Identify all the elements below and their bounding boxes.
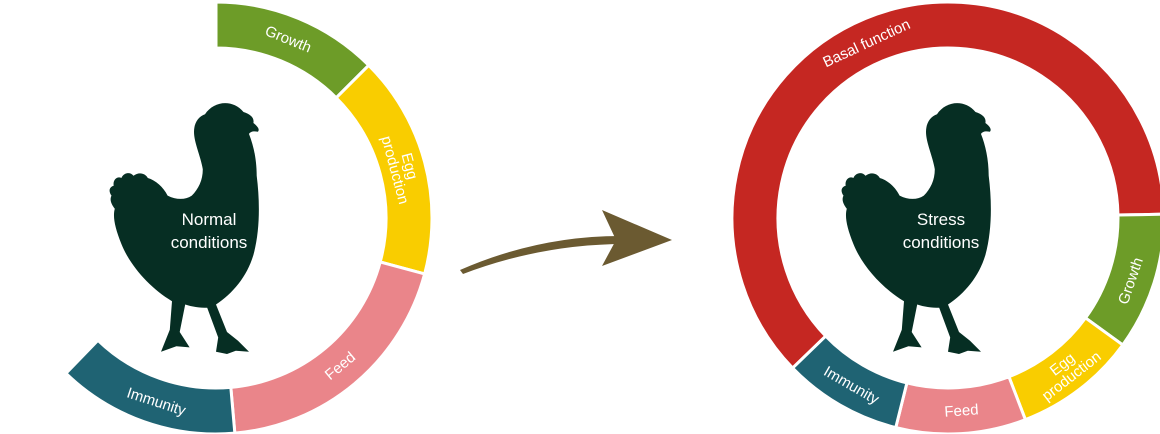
stress-immunity-segment <box>790 333 909 430</box>
stress-conditions-ring: Basal functionGrowthEggproductionFeedImm… <box>730 0 1160 434</box>
stress-center-label-line1: Stress <box>917 210 965 229</box>
normal-basal-label: Basal function <box>18 77 80 167</box>
normal-conditions-ring: Basal functionGrowthEggproductionFeedImm… <box>18 0 434 434</box>
normal-feed-segment <box>229 260 427 434</box>
stress-center-label-line2: conditions <box>903 233 980 252</box>
normal-center-label-line2: conditions <box>171 233 248 252</box>
curved-arrow-icon <box>460 210 672 274</box>
stress-basal-segment <box>730 0 1160 371</box>
stress-feed-label: Feed <box>944 401 979 420</box>
normal-center-label-line1: Normal <box>182 210 237 229</box>
normal-immunity-segment <box>63 338 237 434</box>
